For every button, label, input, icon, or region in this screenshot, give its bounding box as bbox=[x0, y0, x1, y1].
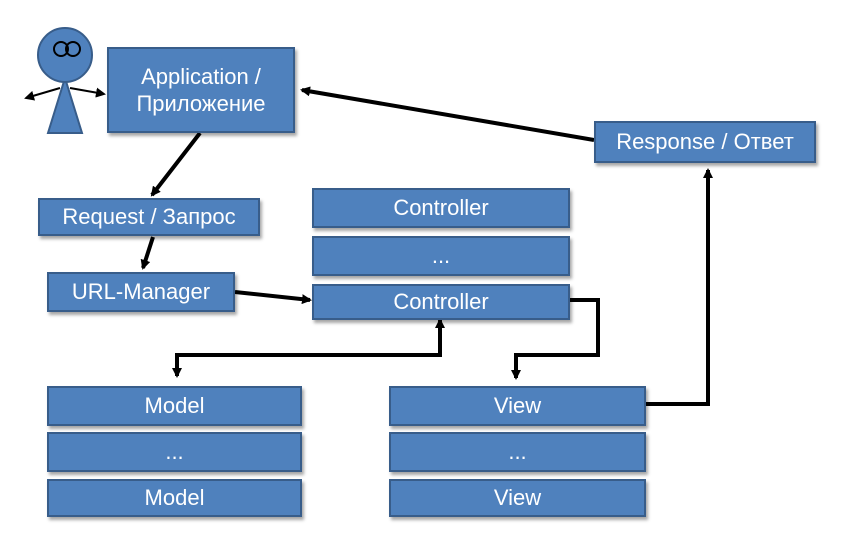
arrow-view-to-response bbox=[646, 168, 713, 406]
view-bottom-label: View bbox=[493, 485, 542, 511]
url-manager-box: URL-Manager bbox=[47, 272, 235, 312]
model-bottom-label: Model bbox=[144, 485, 205, 511]
arrow-application-to-request bbox=[150, 131, 202, 197]
request-box: Request / Запрос bbox=[38, 198, 260, 236]
view-top-label: View bbox=[493, 393, 542, 419]
arrow-controller-to-view bbox=[511, 298, 600, 380]
controller-box-main: Controller bbox=[312, 284, 570, 320]
model-box-ellipsis: ... bbox=[47, 432, 302, 472]
view-box-top: View bbox=[389, 386, 646, 426]
model-dots-label: ... bbox=[165, 439, 184, 465]
controller-main-label: Controller bbox=[393, 289, 489, 315]
actor-left-arm-arrow bbox=[24, 87, 61, 101]
url-manager-label: URL-Manager bbox=[71, 279, 211, 305]
request-label: Request / Запрос bbox=[62, 204, 236, 230]
arrow-url-manager-to-controller bbox=[234, 290, 312, 305]
arrow-controller-model-bidirectional bbox=[172, 318, 445, 378]
application-box: Application / Приложение bbox=[107, 47, 295, 133]
user-actor-icon bbox=[24, 27, 106, 134]
model-top-label: Model bbox=[144, 393, 205, 419]
arrow-request-to-url-manager bbox=[140, 236, 155, 270]
view-box-ellipsis: ... bbox=[389, 432, 646, 472]
model-box-bottom: Model bbox=[47, 479, 302, 517]
arrow-response-to-application bbox=[300, 86, 595, 142]
controller-box-top: Controller bbox=[312, 188, 570, 228]
controller-top-label: Controller bbox=[393, 195, 489, 221]
application-label: Application / Приложение bbox=[136, 63, 266, 117]
controller-box-ellipsis: ... bbox=[312, 236, 570, 276]
view-box-bottom: View bbox=[389, 479, 646, 517]
response-box: Response / Ответ bbox=[594, 121, 816, 163]
actor-right-arm-arrow bbox=[69, 87, 106, 98]
controller-dots-label: ... bbox=[431, 243, 451, 269]
view-dots-label: ... bbox=[508, 439, 527, 465]
model-box-top: Model bbox=[47, 386, 302, 426]
response-label: Response / Ответ bbox=[616, 129, 794, 155]
